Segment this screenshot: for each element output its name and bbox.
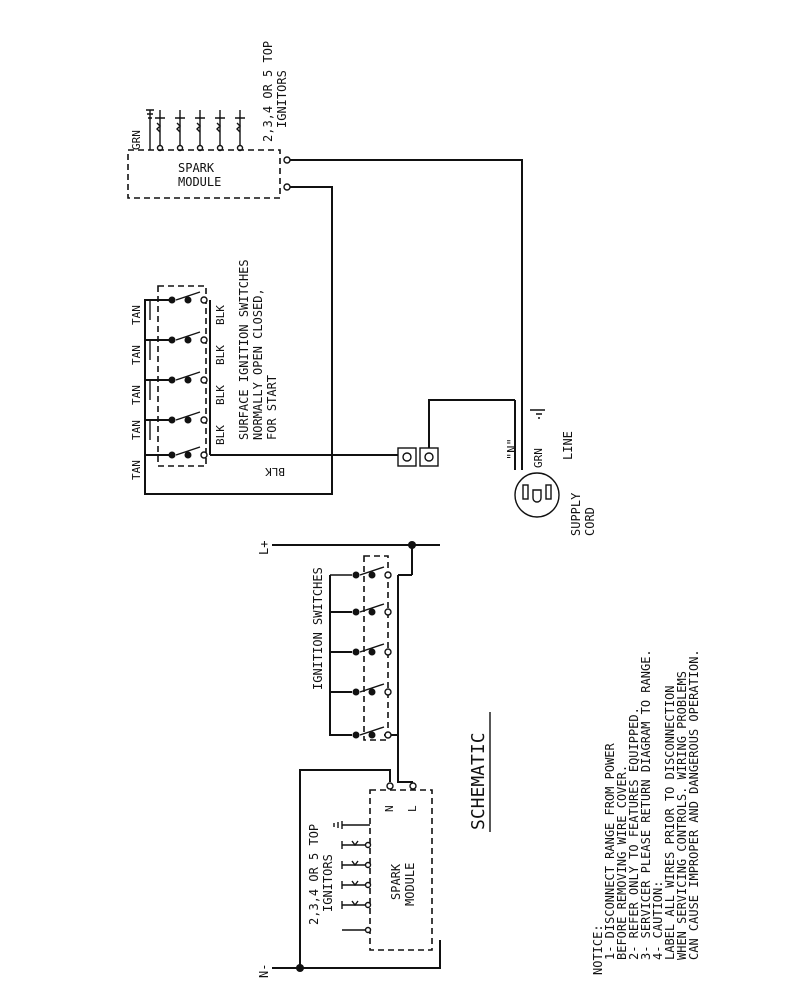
n-minus-rail: [272, 940, 441, 969]
spark-module-label-top-2: MODULE: [178, 175, 221, 189]
blk-label-1: BLK: [214, 305, 227, 325]
ignitors-label-schematic-2: IGNITORS: [321, 854, 335, 912]
notice-line-3: 3- SERVICER PLEASE RETURN DIAGRAM TO RAN…: [639, 649, 653, 960]
neutral-label: "N": [505, 438, 519, 460]
ignitor-group-schematic: [333, 821, 372, 934]
notice-line-2: 2- REFER ONLY TO FEATURES EQUIPPED.: [627, 707, 641, 960]
surface-switches-label-2: NORMALLY OPEN CLOSED,: [251, 288, 265, 440]
tan-label-4: TAN: [130, 420, 143, 440]
notice-line-4d: CAN CAUSE IMPROPER AND DANGEROUS OPERATI…: [687, 649, 701, 960]
notice-block: NOTICE: 1- DISCONNECT RANGE FROM POWER B…: [591, 649, 701, 975]
tan-label-1: TAN: [130, 305, 143, 325]
surface-switch-bank: [144, 285, 332, 467]
ignitors-label-top: 2,3,4 OR 5 TOP: [261, 41, 275, 142]
supply-cord-label-2: CORD: [583, 507, 597, 536]
supply-cord-label: SUPPLY: [569, 492, 583, 536]
module-terminal-n: [283, 183, 291, 191]
ignitor-group-top: [146, 109, 245, 152]
ignition-switches-label: IGNITION SWITCHES: [311, 567, 325, 690]
supply-cord-plug: [514, 472, 560, 518]
tan-label-2: TAN: [130, 345, 143, 365]
spark-module-box-top: [127, 149, 281, 199]
notice-line-4b: LABEL ALL WIRES PRIOR TO DISCONNECTION: [663, 685, 677, 960]
terminal-block-1: [397, 447, 417, 467]
spark-module-label-top: SPARK: [178, 161, 215, 175]
spark-module-label-schematic: SPARK: [389, 863, 403, 900]
blk-label-2: BLK: [214, 345, 227, 365]
ignitors-label-top-2: IGNITORS: [275, 70, 289, 128]
surface-switches-label: SURFACE IGNITION SWITCHES: [237, 259, 251, 440]
blk-label-3: BLK: [214, 385, 227, 405]
grn-wire-label: GRN: [130, 130, 143, 150]
surface-switches-label-3: FOR START: [265, 375, 279, 440]
tan-label-5: TAN: [130, 460, 143, 480]
notice-heading: NOTICE:: [591, 924, 605, 975]
notice-line-4: 4- CAUTION:: [651, 881, 665, 960]
ignition-switch-ladder: [329, 545, 413, 741]
ignitors-label-schematic: 2,3,4 OR 5 TOP: [307, 824, 321, 925]
wire-blk-module: [144, 186, 333, 495]
spark-module-label-schematic-2: MODULE: [403, 863, 417, 906]
tan-label-3: TAN: [130, 385, 143, 405]
spark-module-box-schematic: [369, 789, 433, 951]
blk-label-4: BLK: [214, 425, 227, 445]
schematic-title: SCHEMATIC: [468, 732, 489, 830]
cord-grn-label: GRN: [532, 448, 545, 468]
wire-line: [290, 159, 523, 400]
module-n-label: N: [383, 805, 396, 812]
notice-line-1: 1- DISCONNECT RANGE FROM POWER: [603, 742, 617, 960]
blk-label-bottom: BLK: [265, 465, 285, 478]
notice-line-1b: BEFORE REMOVING WIRE COVER.: [615, 765, 629, 960]
module-l-label: L: [406, 805, 419, 812]
n-minus-label: N-: [257, 964, 271, 978]
module-terminal-l: [283, 156, 291, 164]
notice-line-4c: WHEN SERVICING CONTROLS. WIRING PROBLEMS: [675, 671, 689, 960]
line-label: LINE: [561, 431, 575, 460]
l-plus-label: L+: [257, 541, 271, 555]
